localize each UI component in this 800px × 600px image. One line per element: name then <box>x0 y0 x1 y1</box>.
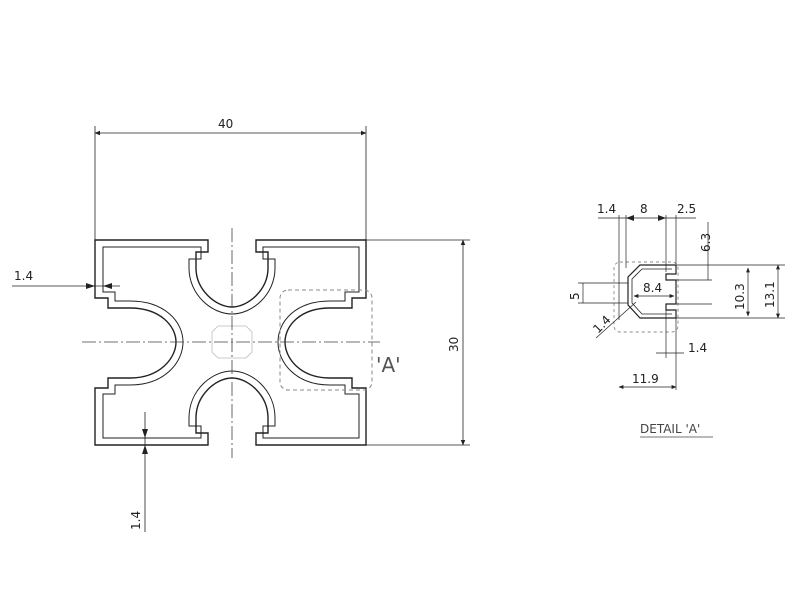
center-core <box>211 325 253 359</box>
detail-a-marker-label: 'A' <box>376 353 401 377</box>
wall-dim-bottom-arrow-2 <box>142 445 148 454</box>
wall-dim-bottom-text: 1.4 <box>129 511 143 530</box>
detail-top-arrow-b <box>658 215 666 221</box>
detail-dim-8: 8 <box>640 202 648 216</box>
detail-dim-11-9: 11.9 <box>632 372 659 386</box>
detail-dim-5: 5 <box>568 292 582 300</box>
detail-slot-inner <box>631 268 672 315</box>
detail-dim-8-4: 8.4 <box>643 281 662 295</box>
detail-dim-10-3: 10.3 <box>733 283 747 310</box>
width-dim-text: 40 <box>218 117 233 131</box>
detail-dim-1-4-angle: 1.4 <box>590 313 613 336</box>
detail-dim-1-4-top: 1.4 <box>597 202 616 216</box>
main-profile-view: 'A' 40 30 1.4 1.4 <box>12 117 470 532</box>
detail-dim-1-4-angle-line <box>595 301 637 339</box>
detail-dim-13-1: 13.1 <box>763 281 777 308</box>
detail-frame <box>613 261 679 333</box>
profile-inner-outline <box>102 246 360 439</box>
detail-caption: DETAIL 'A' <box>640 422 700 436</box>
wall-dim-left-arrow-1 <box>86 283 95 289</box>
detail-a-marker-box <box>279 289 373 391</box>
detail-dim-2-5: 2.5 <box>677 202 696 216</box>
wall-dim-left-arrow-2 <box>103 283 112 289</box>
detail-dim-1-4-bottom: 1.4 <box>688 341 707 355</box>
profile-outer-outline <box>94 239 367 446</box>
detail-a-view: 1.4 8 2.5 6.3 10.3 13.1 5 8.4 1.4 1.4 <box>568 202 785 438</box>
height-dim-text: 30 <box>447 337 461 352</box>
wall-dim-bottom-arrow-1 <box>142 429 148 438</box>
detail-dim-6-3: 6.3 <box>699 233 713 252</box>
detail-top-arrow-a <box>626 215 634 221</box>
wall-dim-left-text: 1.4 <box>14 269 33 283</box>
